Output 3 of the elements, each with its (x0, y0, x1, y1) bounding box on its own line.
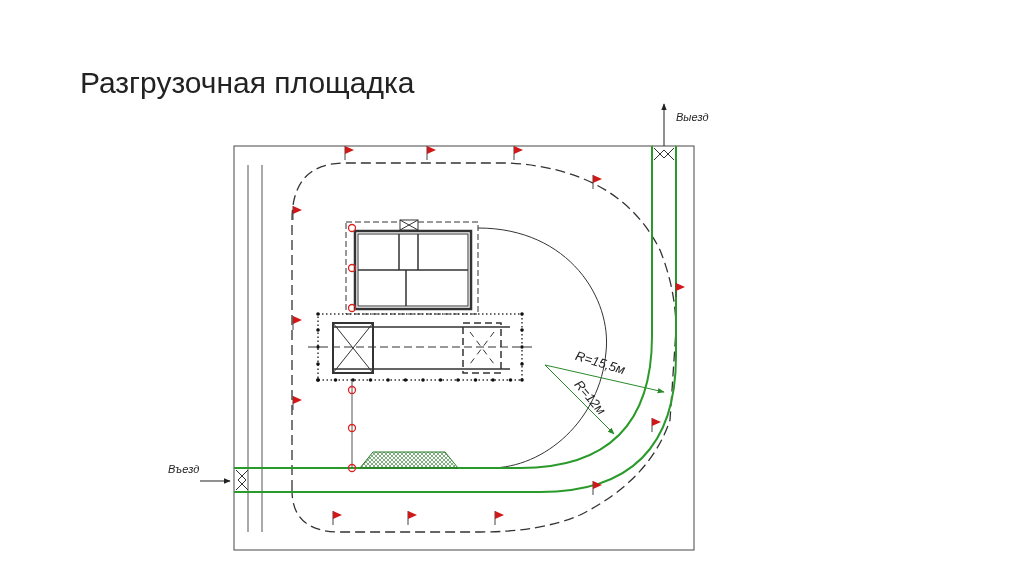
entry-label: Въезд (168, 463, 200, 475)
title: Разгрузочная площадка (80, 66, 415, 100)
exit-label: Выезд (676, 111, 709, 123)
